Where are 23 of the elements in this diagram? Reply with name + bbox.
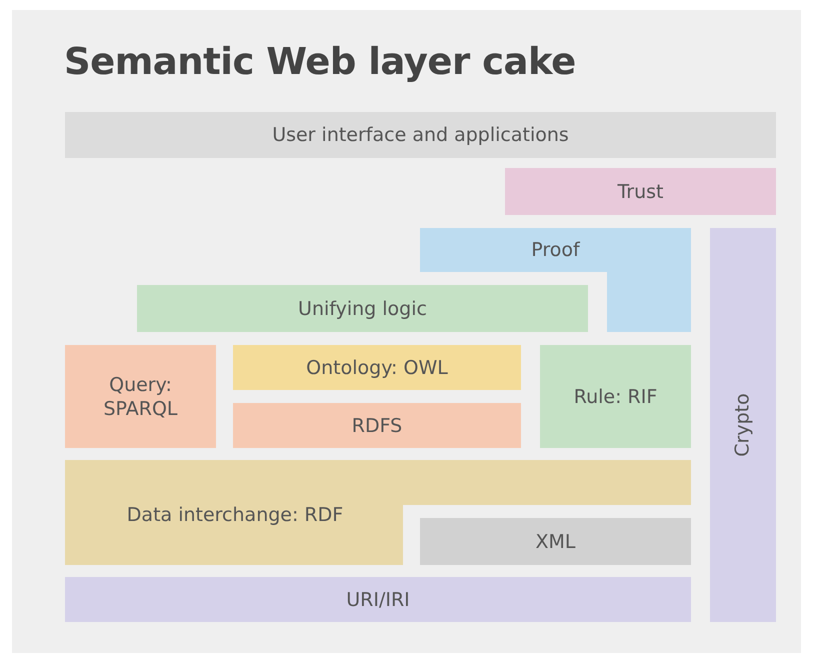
layer-block [540, 345, 691, 448]
layer-label: Rule: RIF [574, 384, 658, 408]
layer-label: Ontology: OWL [306, 356, 448, 380]
layer-label: User interface and applications [272, 123, 569, 147]
layer-label: Crypto [731, 393, 755, 457]
layer-block [505, 168, 776, 215]
layer-block [65, 577, 691, 622]
layer-block [710, 228, 776, 622]
layer-label: Data interchange: RDF [126, 503, 344, 527]
layer-label: Trust [617, 180, 664, 204]
layer-block [233, 345, 521, 390]
layer-label: RDFS [352, 414, 402, 438]
layer-block [65, 460, 691, 565]
layer-label: Unifying logic [298, 296, 427, 320]
title: Semantic Web layer cake [64, 40, 576, 83]
layer-label: Proof [531, 238, 580, 262]
layer-block [233, 403, 521, 448]
layer-block [65, 345, 216, 448]
layer-label: Query: SPARQL [102, 372, 179, 420]
layer-block [420, 518, 691, 565]
layer-label: URI/IRI [346, 588, 410, 612]
layer-block [137, 285, 588, 332]
layer-label: XML [536, 530, 576, 554]
